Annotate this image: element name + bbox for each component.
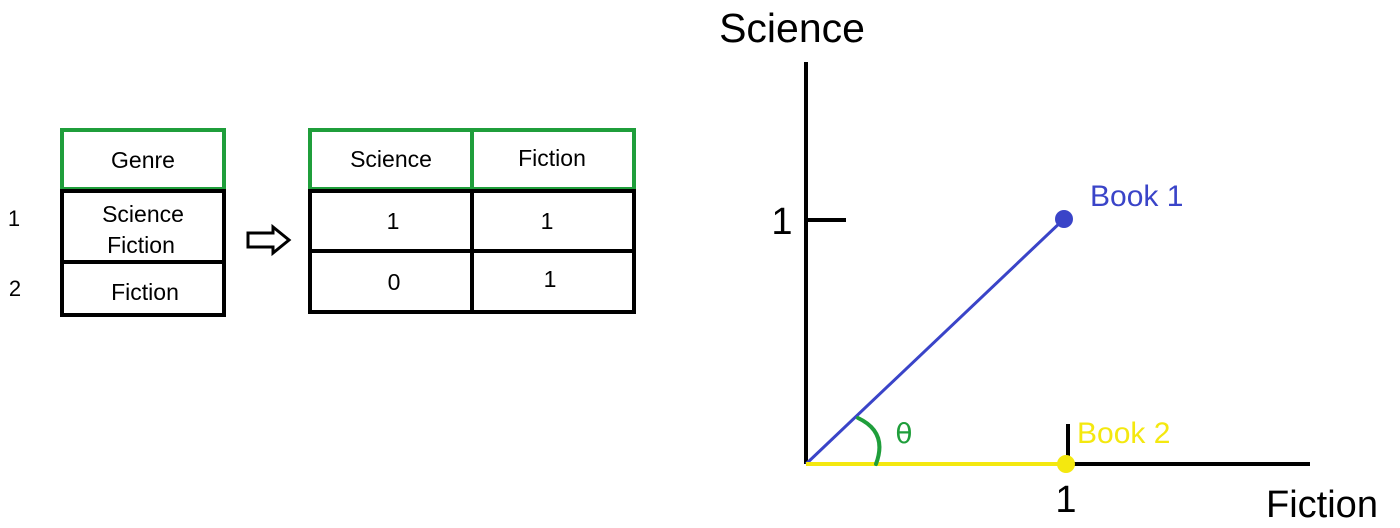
book-1-vector: [804, 217, 1066, 466]
angle-label: θ: [895, 417, 912, 450]
x-tick-label: 1: [1055, 479, 1076, 521]
encoded-row-2-science: 0: [388, 269, 401, 295]
genre-row-2-label: Fiction: [111, 279, 179, 305]
book-1-point: [1055, 210, 1073, 228]
encoded-row-2-fiction: 1: [544, 266, 557, 292]
row-number-2: 2: [9, 276, 21, 301]
angle-arc: [856, 416, 882, 466]
genre-header-label: Genre: [111, 147, 175, 173]
right-arrow-icon: [246, 223, 292, 257]
genre-row-2-cell: [60, 260, 226, 317]
encoded-row-1-science: 1: [387, 208, 400, 234]
row-number-1: 1: [8, 206, 20, 231]
genre-row-1-line2: Fiction: [107, 232, 175, 258]
vector-plot: Science Fiction 1 1 Book 1 Book 2 θ: [719, 5, 1378, 526]
encoded-row-1-fiction: 1: [541, 208, 554, 234]
y-axis-label: Science: [719, 5, 865, 51]
book-1-label: Book 1: [1090, 180, 1183, 213]
genre-row-1-line1: Science: [102, 201, 184, 227]
book-2-point: [1057, 455, 1075, 473]
encoded-header-fiction: Fiction: [518, 145, 586, 171]
x-axis-label: Fiction: [1266, 484, 1378, 526]
genre-table: Genre Science Fiction Fiction 1 2: [8, 128, 226, 317]
encoded-table: Science Fiction 1 1 0 1: [308, 128, 636, 314]
encoded-header-science: Science: [350, 146, 432, 172]
book-2-label: Book 2: [1077, 417, 1170, 450]
y-tick-label: 1: [771, 201, 792, 243]
